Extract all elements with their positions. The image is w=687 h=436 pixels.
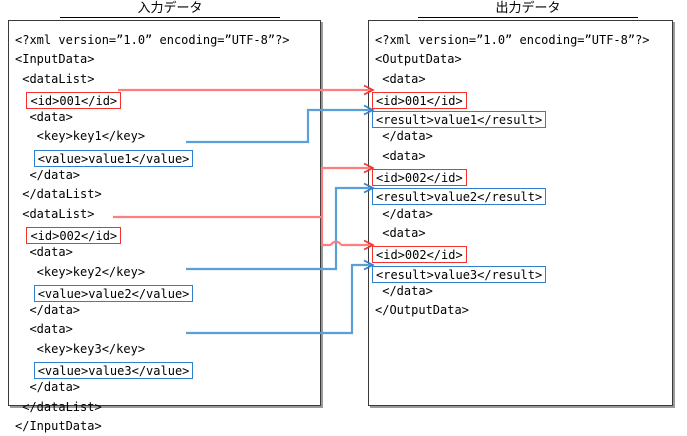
code-line: </data>	[15, 380, 81, 395]
code-line: <?xml version=”1.0” encoding=”UTF-8”?>	[375, 33, 650, 47]
code-line: <data>	[15, 110, 73, 125]
code-line: <result>value3</result>	[369, 263, 672, 283]
code-line: <data>	[375, 71, 426, 86]
diagram-canvas: 入力データ 出力データ <?xml version=”1.0” encoding…	[8, 1, 673, 433]
code-line: <value>value3</value>	[9, 359, 320, 380]
code-line: <InputData>	[15, 52, 95, 67]
highlighted-blue-element: <value>value1</value>	[33, 149, 194, 167]
code-line: </data>	[15, 303, 81, 318]
code-line: </OutputData>	[375, 303, 469, 318]
highlighted-red-element: <id>001</id>	[26, 91, 122, 109]
code-line: <id>001</id>	[369, 89, 672, 109]
highlighted-red-element: <id>001</id>	[372, 91, 467, 109]
code-line: <key>key2</key>	[15, 264, 146, 279]
code-line: <dataList>	[15, 71, 95, 86]
code-line: <key>key1</key>	[15, 129, 146, 144]
highlighted-blue-element: <value>value3</value>	[33, 362, 194, 380]
highlighted-blue-element: <value>value2</value>	[33, 284, 194, 302]
code-line: <id>001</id>	[9, 89, 320, 109]
connector-id-002-b	[320, 217, 375, 251]
code-line: <data>	[15, 322, 73, 337]
output-data-panel: <?xml version=”1.0” encoding=”UTF-8”?> <O…	[368, 20, 673, 406]
highlighted-blue-element: <result>value2</result>	[372, 188, 547, 206]
input-data-panel: <?xml version=”1.0” encoding=”UTF-8”?> <I…	[8, 20, 321, 433]
output-panel-title: 出力データ	[418, 1, 638, 18]
code-line: <data>	[375, 225, 426, 240]
code-line: <data>	[375, 148, 426, 163]
input-xml-code: <?xml version=”1.0” encoding=”UTF-8”?> <I…	[9, 31, 320, 436]
code-line: <?xml version=”1.0” encoding=”UTF-8”?>	[15, 33, 290, 47]
highlighted-red-element: <id>002</id>	[372, 169, 467, 187]
code-line: <value>value1</value>	[9, 147, 320, 167]
code-line: <result>value2</result>	[369, 185, 672, 206]
code-line: </data>	[375, 283, 433, 298]
code-line: </data>	[375, 129, 433, 144]
code-line: <key>key3</key>	[15, 341, 146, 356]
output-xml-code: <?xml version=”1.0” encoding=”UTF-8”?> <O…	[369, 31, 672, 320]
code-line: </data>	[15, 168, 81, 183]
code-line: <result>value1</result>	[369, 108, 672, 129]
input-panel-title: 入力データ	[60, 1, 280, 18]
highlighted-red-element: <id>002</id>	[372, 246, 467, 264]
code-line: </dataList>	[15, 399, 102, 414]
code-line: </data>	[375, 206, 433, 221]
highlighted-red-element: <id>002</id>	[26, 226, 122, 244]
code-line: <id>002</id>	[9, 224, 320, 244]
code-line: <OutputData>	[375, 52, 462, 67]
code-line: <value>value2</value>	[9, 282, 320, 302]
code-line: <dataList>	[15, 206, 95, 221]
code-line: <data>	[15, 245, 73, 260]
code-line: <id>002</id>	[369, 243, 672, 264]
code-line: <id>002</id>	[369, 166, 672, 187]
highlighted-blue-element: <result>value3</result>	[372, 265, 547, 283]
highlighted-blue-element: <result>value1</result>	[372, 111, 547, 129]
code-line: </InputData>	[15, 418, 102, 433]
code-line: </dataList>	[15, 187, 102, 202]
